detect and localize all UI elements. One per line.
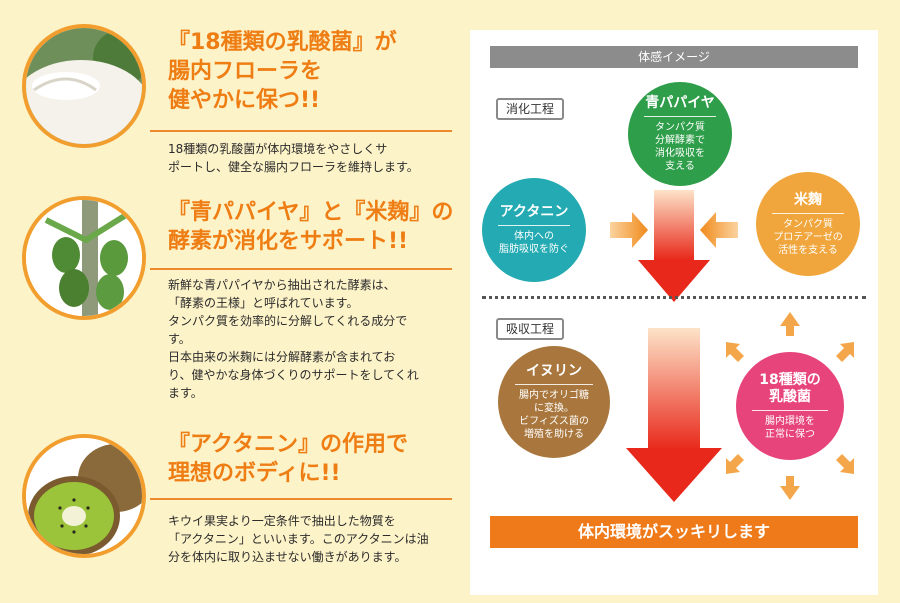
left-arrow	[700, 212, 738, 248]
feature-actanin: 『アクタニン』の作用で 理想のボディに!! キウイ果実より一定条件で抽出した物質…	[0, 420, 460, 603]
feature-lactic: 『18種類の乳酸菌』が 腸内フローラを 健やかに保つ!! 18種類の乳酸菌が体内…	[0, 0, 460, 190]
feature-body: キウイ果実より一定条件で抽出した物質を 「アクタニン」といいます。このアクタニン…	[168, 514, 429, 564]
feature-enzyme: 『青パパイヤ』と『米麹』の 酵素が消化をサポート!! 新鮮な青パパイヤから抽出さ…	[0, 190, 460, 420]
kiwi-photo-icon	[22, 434, 146, 558]
feature-body: 新鮮な青パパイヤから抽出された酵素は、 「酵素の王様」と呼ばれています。 タンパ…	[168, 278, 419, 400]
circle-lactic: 18種類の 乳酸菌 腸内環境を 正常に保つ	[736, 352, 844, 460]
divider	[150, 268, 452, 270]
step-absorption: 吸収工程	[496, 318, 565, 340]
circle-inulin: イヌリン 腸内でオリゴ糖 に変換。 ビフィズス菌の 増殖を助ける	[498, 346, 610, 458]
feature-title: 『アクタニン』の作用で 理想のボディに!!	[168, 432, 409, 486]
step-digestion: 消化工程	[496, 98, 565, 120]
radiating-arrows	[726, 312, 854, 500]
divider	[150, 130, 452, 132]
right-arrow	[610, 212, 648, 248]
flow-arrows	[610, 190, 854, 502]
panel-title: 体感イメージ	[490, 46, 858, 68]
down-arrow-upper	[638, 190, 710, 302]
feature-title: 『青パパイヤ』と『米麹』の 酵素が消化をサポート!!	[168, 200, 454, 254]
papaya-tree-photo-icon	[22, 196, 146, 320]
result-banner: 体内環境がスッキリします	[490, 516, 858, 548]
divider	[150, 498, 452, 500]
feature-body: 18種類の乳酸菌が体内環境をやさしくサ ポートし、健全な腸内フローラを維持します…	[168, 142, 419, 174]
circle-rice-koji: 米麹 タンパク質 プロテアーゼの 活性を支える	[756, 172, 860, 276]
dotted-divider	[482, 296, 866, 299]
circle-green-papaya: 青パパイヤ タンパク質 分解酵素で 消化吸収を 支える	[628, 82, 732, 186]
circle-actanin: アクタニン 体内への 脂肪吸収を防ぐ	[482, 178, 586, 282]
sensation-panel: 体感イメージ	[470, 30, 878, 595]
yogurt-photo-icon	[22, 24, 146, 148]
feature-title: 『18種類の乳酸菌』が 腸内フローラを 健やかに保つ!!	[168, 30, 397, 113]
down-arrow-lower	[626, 328, 722, 502]
